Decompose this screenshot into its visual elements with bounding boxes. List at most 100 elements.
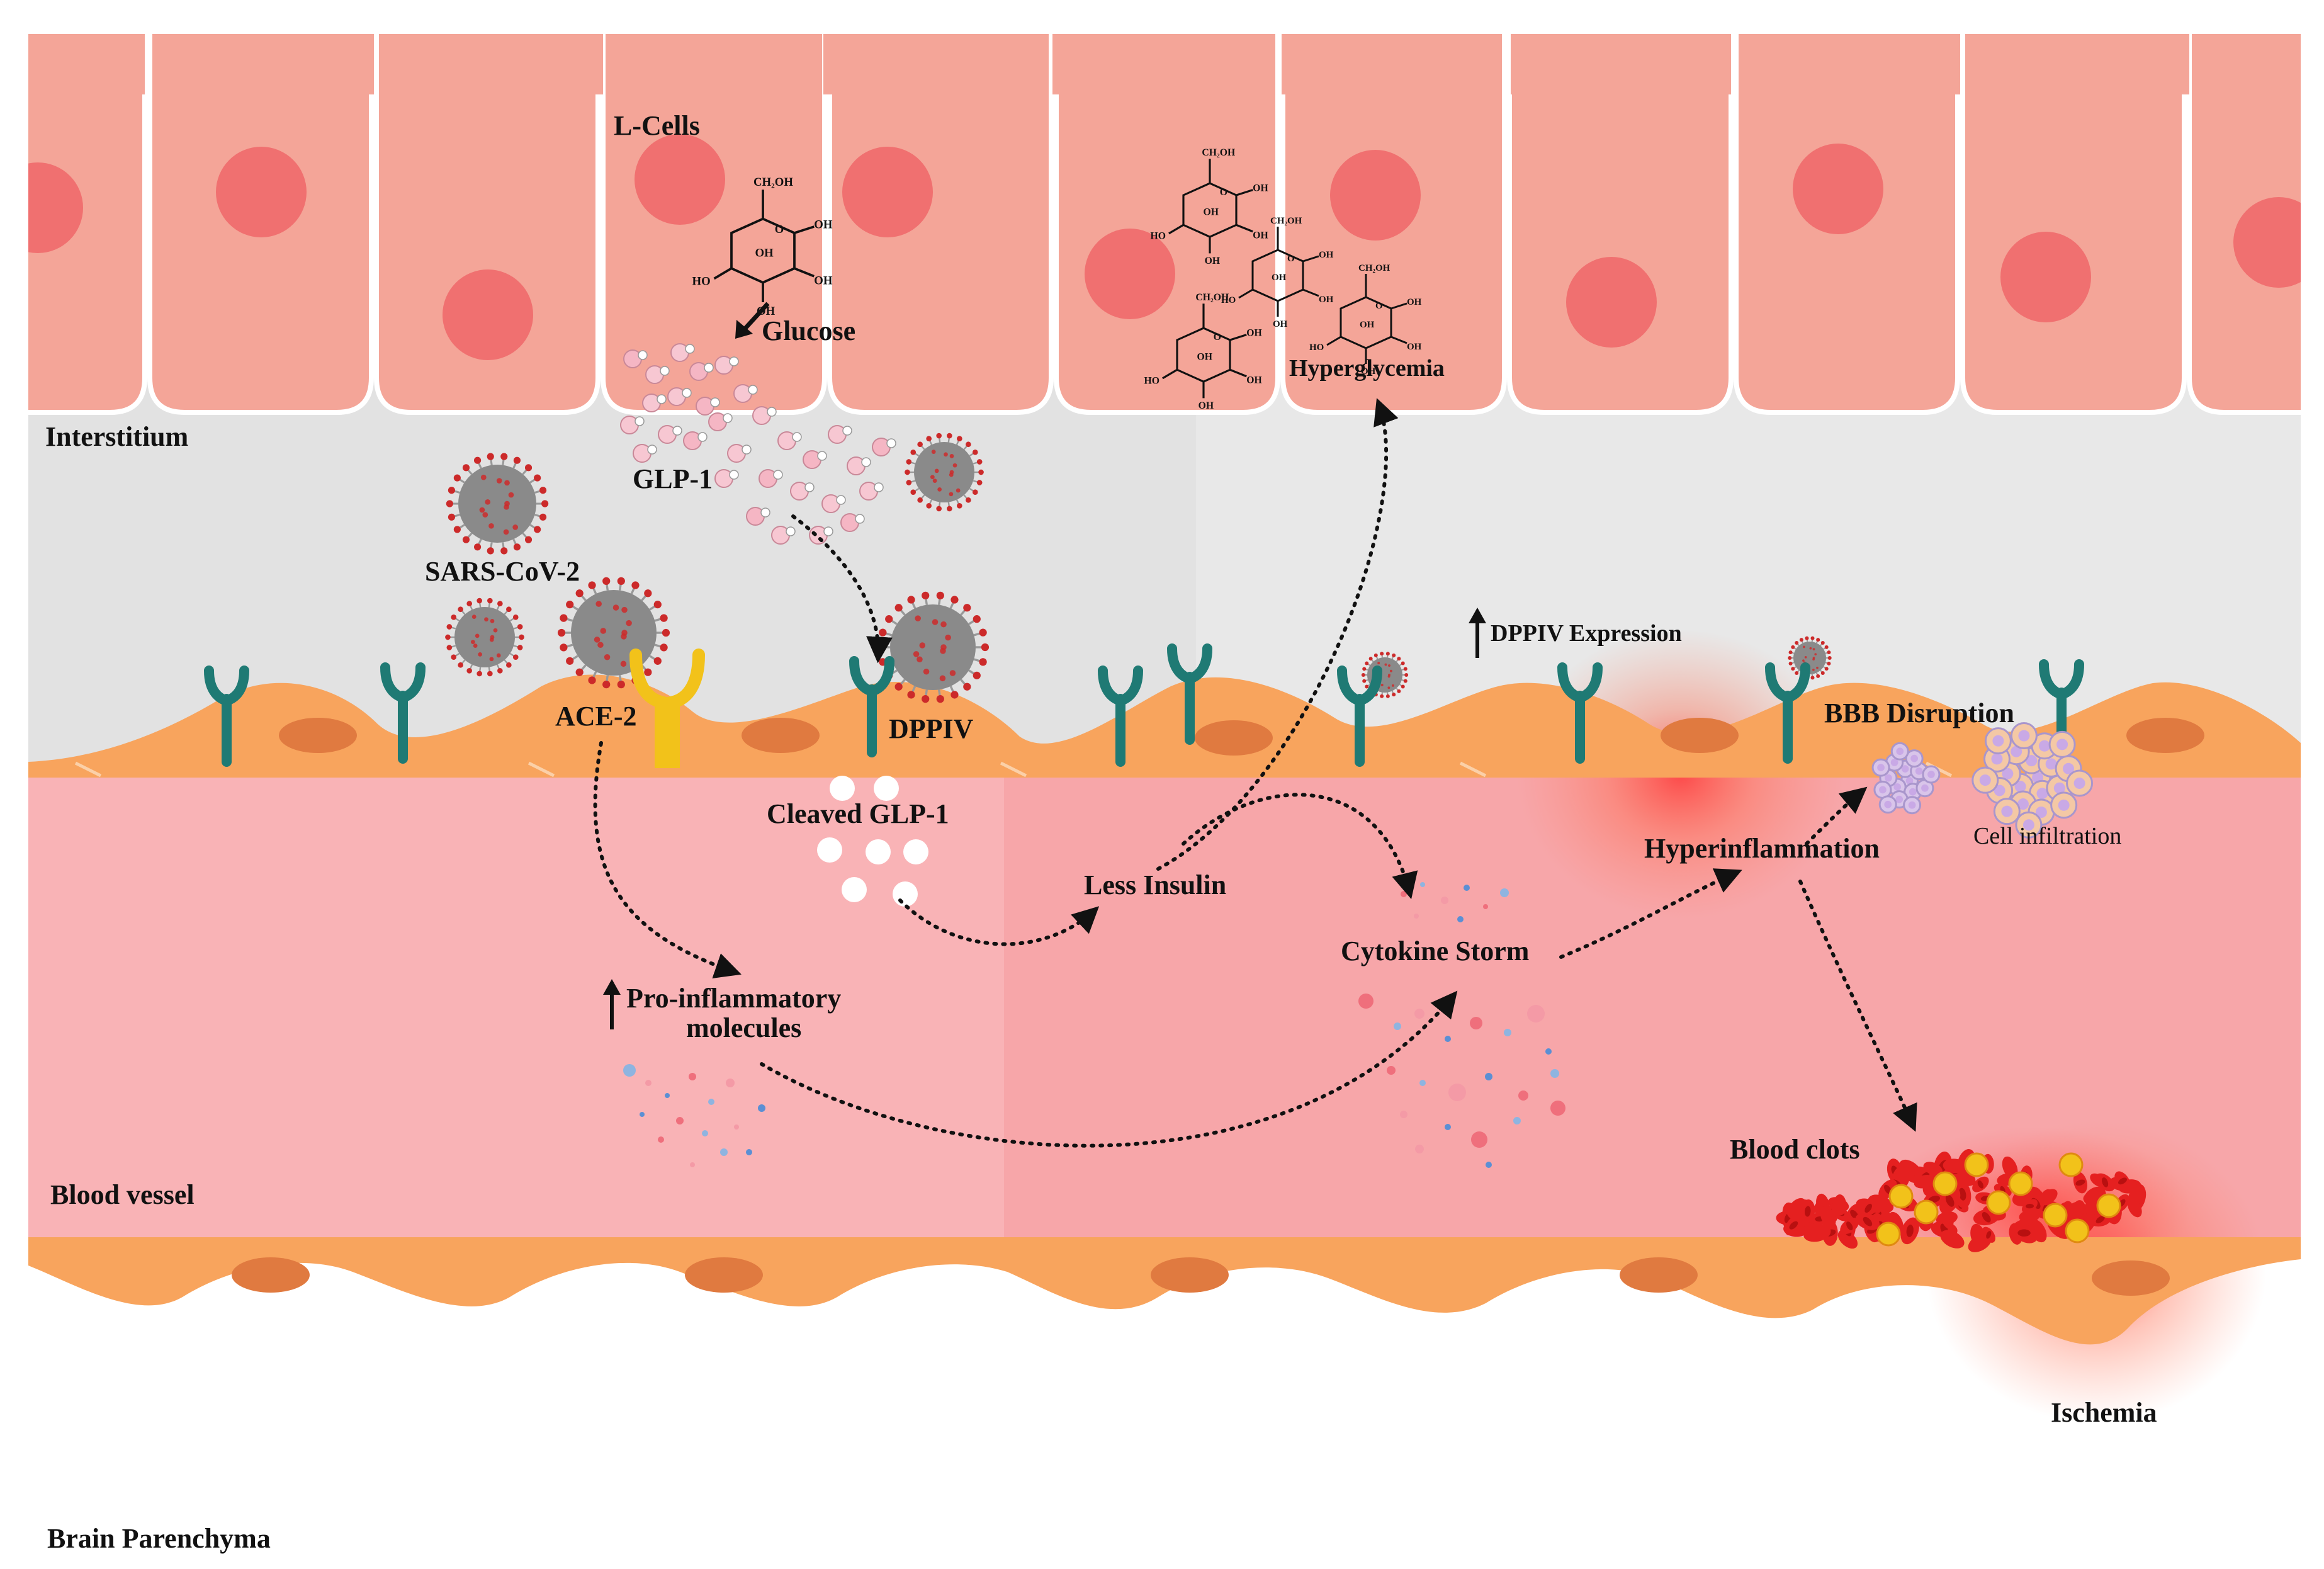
virus-spike [981, 643, 990, 652]
virus-spike [979, 658, 987, 666]
cytokine [1470, 1017, 1482, 1029]
virus-spike [947, 433, 952, 439]
red-blood-cell-center [2102, 1177, 2109, 1187]
microvillus [83, 25, 92, 94]
virus-spike [524, 464, 533, 472]
cytokine [640, 1112, 645, 1117]
virus-surface-protein [508, 492, 514, 498]
cytokine [1419, 1080, 1426, 1086]
virus-surface-protein [475, 633, 480, 638]
virus-surface-protein [1389, 669, 1392, 672]
microvillus [1863, 25, 1872, 94]
label-glp1: GLP-1 [633, 463, 713, 494]
microvillus [101, 25, 110, 94]
virus-spike [963, 683, 971, 691]
glucose-ho: HO [1221, 295, 1236, 305]
platelet [1932, 1171, 1958, 1196]
virus-spike [972, 489, 978, 495]
cytokine [676, 1117, 684, 1124]
virus-surface-protein [496, 653, 501, 658]
microvillus [1370, 25, 1379, 94]
dppiv-receptors [204, 643, 2084, 767]
microvillus [1052, 25, 1061, 94]
virus-surface-protein [489, 657, 494, 662]
glucose-ho: HO [1151, 230, 1166, 241]
virus-surface-protein [949, 472, 954, 477]
virus-body [571, 590, 657, 676]
endothelial-nucleus [742, 718, 820, 753]
microvillus [488, 25, 497, 94]
virus-spike [539, 513, 547, 521]
glp1-particle-tag [773, 470, 783, 480]
virus-spike [644, 668, 652, 676]
virus-surface-protein [604, 654, 611, 660]
red-blood-cell-center [1945, 1194, 1955, 1207]
cytokine [1414, 1009, 1424, 1019]
cytokine [1457, 916, 1464, 922]
microvillus [259, 25, 268, 94]
virus-spike [519, 634, 524, 640]
glp1-particle-tag [861, 457, 871, 467]
microvillus [1687, 25, 1696, 94]
l-cell [601, 23, 827, 415]
infiltrating-cell-core [1877, 764, 1885, 772]
microvillus [30, 25, 39, 94]
microvillus [2180, 25, 2189, 94]
virus-spike [517, 624, 523, 630]
microvillus [665, 25, 674, 94]
infiltrating-cell-core [2036, 788, 2048, 800]
virus-body [914, 442, 974, 502]
microvillus [2092, 25, 2101, 94]
red-blood-cell-center [1977, 1180, 1984, 1189]
endothelial-nuclei-top [279, 718, 2204, 756]
virus-spike [1385, 652, 1390, 656]
microvillus [1193, 25, 1202, 94]
red-blood-cell-center [1864, 1203, 1872, 1213]
microvillus [206, 25, 215, 94]
virus-spike [1365, 684, 1369, 689]
microvillus [1141, 25, 1149, 94]
virus-surface-protein [930, 475, 935, 480]
virus-surface-protein [1814, 653, 1817, 655]
virus-spike [487, 671, 493, 677]
red-blood-cell-center [1805, 1206, 1811, 1217]
microvillus [1740, 25, 1749, 94]
l-cell-nucleus [635, 134, 725, 225]
virus-spike [950, 691, 959, 699]
red-blood-cell [1940, 1230, 1965, 1249]
glp1-particle-tag [647, 445, 657, 455]
platelet [1876, 1221, 1901, 1247]
cytokine [1420, 882, 1425, 887]
microvillus [1916, 25, 1925, 94]
microvillus [171, 25, 180, 94]
virus-spike [560, 614, 568, 622]
microvillus [1158, 25, 1167, 94]
virus-spike [588, 676, 596, 684]
glucose-ho: HO [1309, 343, 1324, 353]
glucose-oh: OH [1205, 256, 1220, 266]
microvillus [1987, 25, 1995, 94]
glp1-particles [620, 343, 896, 545]
glucose-ch2oh: CH₂OH [1195, 292, 1229, 303]
virus-spike [1404, 673, 1409, 677]
virus-spike [907, 596, 915, 604]
microvillus [1017, 25, 1026, 94]
virus-surface-protein [488, 523, 494, 529]
cytokine [708, 1099, 714, 1105]
virus-surface-protein [485, 499, 491, 505]
glucose-ch2oh: CH₂OH [1270, 216, 1302, 226]
virus-surface-protein [471, 640, 475, 645]
microvillus [682, 25, 691, 94]
virus-surface-protein [919, 642, 926, 649]
label-less-insulin: Less Insulin [1084, 869, 1226, 900]
cytokine [1545, 1048, 1552, 1055]
infiltrating-cell-core [1884, 800, 1892, 808]
virus-spike [973, 615, 981, 623]
microvillus [383, 25, 392, 94]
infiltrating-cell-core [1885, 774, 1892, 782]
virus-spike [966, 441, 971, 448]
microvillus [154, 25, 162, 94]
cytokine [726, 1079, 735, 1087]
